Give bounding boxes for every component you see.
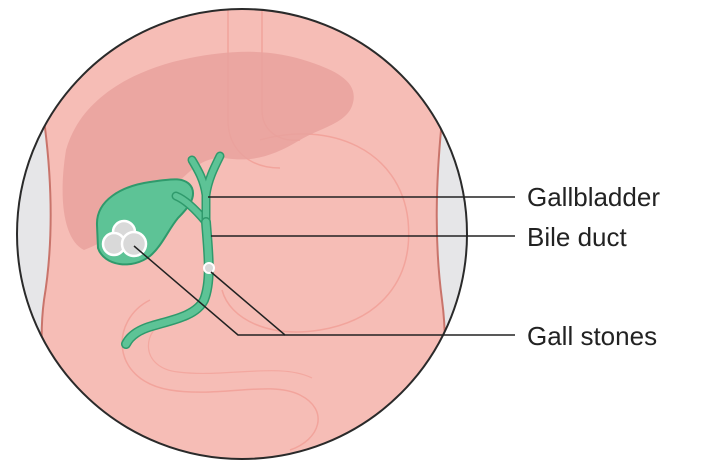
duct-gall-stone [204,263,214,273]
bile-duct-label: Bile duct [527,222,627,252]
gallbladder-label: Gallbladder [527,182,660,212]
gall-stones-label: Gall stones [527,321,657,351]
anatomy-vignette [17,0,467,463]
